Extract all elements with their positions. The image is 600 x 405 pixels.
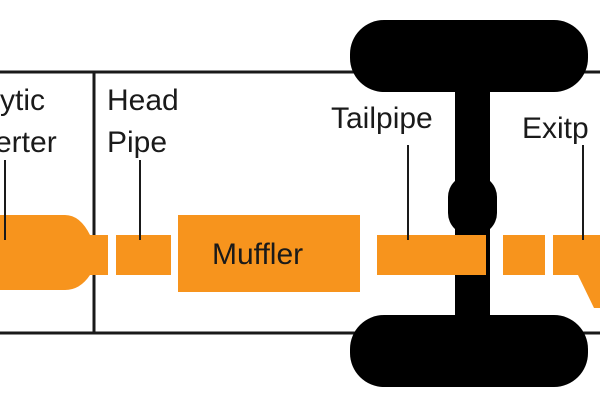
rear-axle-assembly bbox=[350, 20, 588, 387]
muffler-label: Muffler bbox=[212, 238, 303, 271]
head-pipe-label-line2: Pipe bbox=[107, 126, 167, 159]
catalytic-converter bbox=[0, 215, 108, 290]
exit-pipe bbox=[553, 235, 600, 308]
tailpipe-rear-section bbox=[503, 235, 545, 275]
tailpipe-label: Tailpipe bbox=[331, 102, 433, 135]
catalytic-converter-label-line2: erter bbox=[0, 126, 57, 159]
differential bbox=[448, 175, 497, 235]
head-pipe-label-line1: Head bbox=[107, 84, 179, 117]
tailpipe-section bbox=[377, 235, 469, 275]
muffler-body bbox=[178, 215, 360, 292]
head-pipe bbox=[116, 235, 171, 275]
rear-tire-bottom bbox=[350, 315, 588, 387]
exhaust-components bbox=[0, 215, 600, 308]
rear-tire-top bbox=[350, 20, 588, 92]
catalytic-converter-label-line1: ytic bbox=[0, 84, 45, 117]
exit-pipe-label: Exitp bbox=[522, 112, 589, 145]
tailpipe-section-over-axle bbox=[468, 235, 486, 275]
